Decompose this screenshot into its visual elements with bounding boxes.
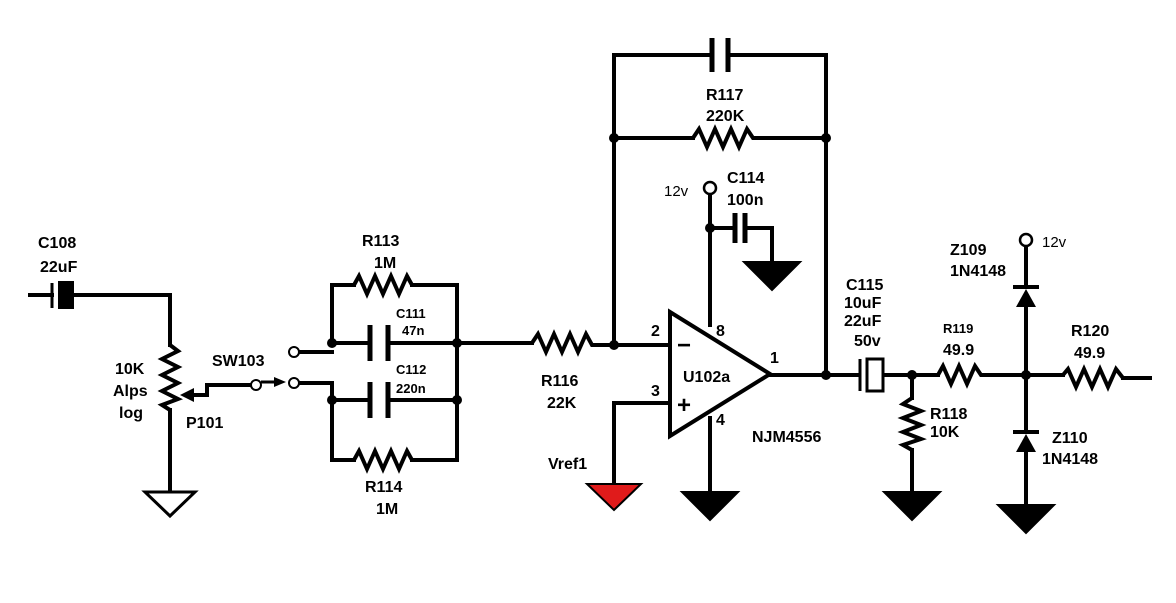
ground-symbol-icon bbox=[141, 490, 199, 519]
capacitor-c108: C108 22uF bbox=[38, 235, 78, 309]
wiper-arrow-icon bbox=[180, 388, 194, 402]
junction-dot bbox=[609, 133, 619, 143]
pin-2-label: 2 bbox=[651, 323, 660, 340]
supply-12v-opamp: 12v bbox=[664, 180, 718, 200]
z110-value: 1N4148 bbox=[1042, 451, 1098, 468]
ground-symbol-icon bbox=[881, 491, 943, 522]
r120-ref: R120 bbox=[1071, 323, 1109, 340]
r118-ref: R118 bbox=[930, 406, 967, 423]
ground-symbol-icon bbox=[679, 491, 741, 522]
resistor-r114: R114 1M bbox=[352, 446, 414, 518]
switch-sw103: SW103 bbox=[212, 346, 300, 391]
supply-12v-label: 12v bbox=[664, 183, 689, 200]
c115-v3: 50v bbox=[854, 333, 881, 350]
z109-ref: Z109 bbox=[950, 242, 987, 259]
vref-triangle-icon bbox=[584, 483, 644, 512]
r117-ref: R117 bbox=[706, 87, 743, 104]
c112-value: 220n bbox=[396, 381, 426, 396]
resistor-r118: R118 10K bbox=[897, 396, 967, 452]
switch-arrow-icon bbox=[274, 377, 286, 387]
vref1-ref: Vref1 bbox=[548, 456, 587, 473]
capacitor-c114: C114 100n bbox=[727, 170, 764, 243]
resistor-r117: R117 220K bbox=[691, 87, 757, 152]
r116-value: 22K bbox=[547, 395, 577, 412]
capacitor-c111: C111 47n bbox=[367, 306, 426, 361]
resistor-r116: R116 22K bbox=[530, 329, 595, 412]
junction-dot bbox=[705, 223, 715, 233]
p101-ref: P101 bbox=[186, 415, 223, 432]
opamp-plus-sign: + bbox=[677, 392, 691, 419]
junction-dot bbox=[1021, 370, 1031, 380]
c115-v1: 10uF bbox=[844, 295, 882, 312]
r113-value: 1M bbox=[374, 255, 396, 272]
junction-dot bbox=[907, 370, 917, 380]
supply-12v-diode: 12v bbox=[1018, 232, 1067, 251]
p101-value: 10K bbox=[115, 361, 145, 378]
junction-dot bbox=[821, 370, 831, 380]
vref1: Vref1 bbox=[548, 456, 644, 512]
junction-dot bbox=[821, 133, 831, 143]
junction-dot bbox=[452, 338, 462, 348]
c111-ref: C111 bbox=[396, 306, 426, 321]
opamp-u102a: − + U102a 2 3 8 4 1 NJM4556 bbox=[651, 308, 821, 446]
potentiometer-p101: 10K Alps log P101 bbox=[113, 343, 223, 432]
r117-value: 220K bbox=[706, 108, 745, 125]
junction-dot bbox=[327, 338, 337, 348]
supply-12v-label: 12v bbox=[1042, 234, 1067, 251]
resistor-r119: R119 49.9 bbox=[936, 321, 986, 389]
capacitor-c115: C115 10uF 22uF 50v bbox=[844, 277, 885, 393]
junction-dot bbox=[609, 340, 619, 350]
z110-ref: Z110 bbox=[1052, 430, 1088, 447]
r114-ref: R114 bbox=[365, 479, 402, 496]
r113-ref: R113 bbox=[362, 233, 399, 250]
p101-taper: log bbox=[119, 405, 143, 422]
wires bbox=[28, 53, 1152, 507]
c108-ref: C108 bbox=[38, 235, 76, 252]
ground-symbol-icon bbox=[995, 504, 1057, 535]
u102a-part: NJM4556 bbox=[752, 429, 821, 446]
c115-v2: 22uF bbox=[844, 313, 882, 330]
r119-value: 49.9 bbox=[943, 342, 974, 359]
r116-ref: R116 bbox=[541, 373, 578, 390]
c108-value: 22uF bbox=[40, 259, 78, 276]
capacitor-c112: C112 220n bbox=[367, 362, 426, 418]
pin-3-label: 3 bbox=[651, 383, 660, 400]
opamp-minus-sign: − bbox=[677, 332, 691, 359]
c115-ref: C115 bbox=[846, 277, 883, 294]
ground-symbol-icon bbox=[741, 261, 803, 292]
c114-value: 100n bbox=[727, 192, 763, 209]
junction-dot bbox=[452, 395, 462, 405]
diode-z109: Z109 1N4148 bbox=[950, 242, 1039, 307]
capacitor-feedback bbox=[709, 38, 731, 72]
c112-ref: C112 bbox=[396, 362, 426, 377]
r118-value: 10K bbox=[930, 424, 960, 441]
pin-4-label: 4 bbox=[716, 412, 725, 429]
diode-z110: Z110 1N4148 bbox=[1013, 430, 1098, 468]
junction-dot bbox=[327, 395, 337, 405]
resistor-r113: R113 1M bbox=[352, 233, 414, 299]
u102a-ref: U102a bbox=[683, 369, 730, 386]
c114-ref: C114 bbox=[727, 170, 764, 187]
pin-8-label: 8 bbox=[716, 323, 725, 340]
resistor-r120: R120 49.9 bbox=[1061, 323, 1125, 392]
junctions bbox=[327, 133, 1031, 405]
r120-value: 49.9 bbox=[1074, 345, 1105, 362]
c111-value: 47n bbox=[402, 323, 424, 338]
r119-ref: R119 bbox=[943, 321, 973, 336]
r114-value: 1M bbox=[376, 501, 398, 518]
p101-brand: Alps bbox=[113, 383, 148, 400]
z109-value: 1N4148 bbox=[950, 263, 1006, 280]
sw103-ref: SW103 bbox=[212, 353, 265, 370]
pin-1-label: 1 bbox=[770, 350, 779, 367]
